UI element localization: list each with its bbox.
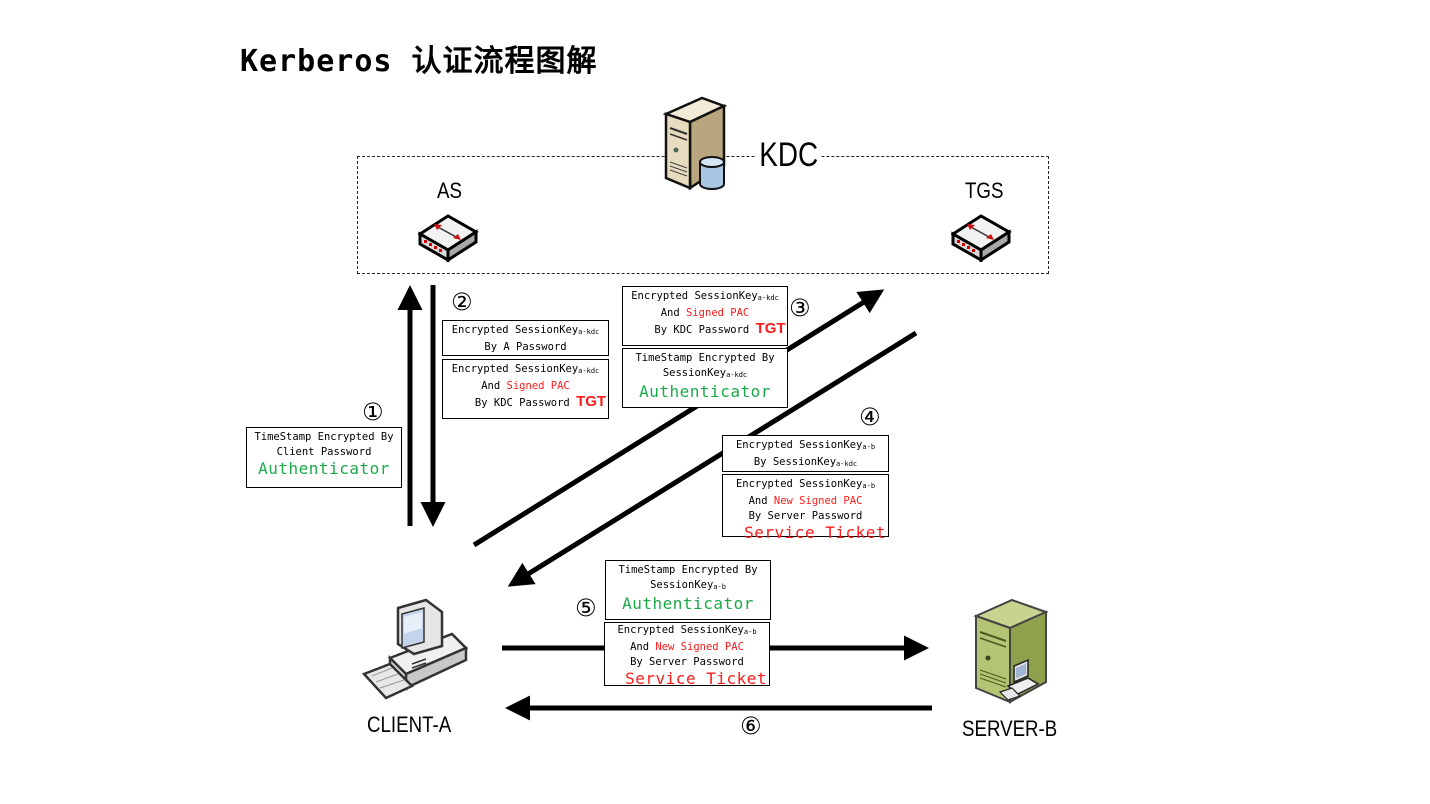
as-switch-icon (417, 210, 480, 266)
subscript: a-kdc (578, 328, 600, 336)
box-text: And (660, 307, 687, 319)
subscript: a-kdc (726, 371, 748, 379)
server-database-icon (660, 92, 730, 196)
step-6-marker: ⑥ (740, 712, 762, 740)
new-signed-pac-text: New Signed PAC (773, 495, 863, 507)
box-text: Client Password (276, 446, 372, 458)
arrow-step3-client-to-tgs (472, 289, 885, 548)
step3-authenticator-box: TimeStamp Encrypted By SessionKeya-kdc A… (622, 348, 788, 408)
subscript: a-b (743, 628, 757, 636)
step-2-marker: ② (451, 288, 473, 316)
step-1-marker: ① (362, 398, 384, 426)
box-text: Encrypted SessionKey (451, 324, 579, 336)
step-3-marker: ③ (789, 294, 811, 322)
subscript: a-b (862, 443, 876, 451)
box-text: By A Password (484, 341, 567, 353)
client-a-label: CLIENT-A (367, 712, 452, 737)
box-text: Encrypted SessionKey (631, 290, 758, 302)
signed-pac-text: Signed PAC (686, 307, 750, 319)
step4-session-key-box: Encrypted SessionKeya-b By SessionKeya-k… (722, 435, 889, 472)
step-5-marker: ⑤ (575, 594, 597, 622)
box-text: Encrypted SessionKey (735, 439, 863, 451)
tgt-tag: TGT (576, 393, 607, 410)
box-text: By Server Password (630, 656, 744, 668)
subscript: a-b (713, 583, 726, 591)
tgs-label: TGS (965, 178, 1004, 203)
step3-tgt-box: Encrypted SessionKeya-kdc And Signed PAC… (622, 286, 788, 346)
box-text: By KDC Password (654, 324, 750, 336)
signed-pac-text: Signed PAC (506, 380, 570, 392)
subscript: a-b (862, 482, 876, 490)
box-text: SessionKey (650, 579, 714, 591)
step5-authenticator-box: TimeStamp Encrypted By SessionKeya-b Aut… (605, 560, 771, 620)
box-text: Encrypted SessionKey (451, 363, 579, 375)
step-4-marker: ④ (859, 403, 881, 431)
authenticator-tag: Authenticator (622, 594, 754, 613)
box-text: And (630, 641, 656, 653)
box-text: TimeStamp Encrypted By (635, 352, 775, 364)
step5-service-ticket-box: Encrypted SessionKeya-b And New Signed P… (604, 622, 770, 688)
tgt-tag: TGT (755, 320, 786, 337)
step2-session-key-box: Encrypted SessionKeya-kdc By A Password (442, 320, 609, 356)
diagram-title: Kerberos 认证流程图解 (240, 44, 598, 79)
box-text: And (481, 380, 507, 392)
service-ticket-tag: Service Ticket (744, 523, 886, 542)
box-text: Encrypted SessionKey (617, 624, 744, 636)
step2-tgt-box: Encrypted SessionKeya-kdc And Signed PAC… (442, 359, 609, 419)
tgs-switch-icon (950, 210, 1013, 266)
box-text: Encrypted SessionKey (735, 478, 863, 490)
step4-service-ticket-box: Encrypted SessionKeya-b And New Signed P… (722, 474, 889, 542)
box-text: By SessionKey (753, 456, 837, 468)
box-text: By Server Password (748, 510, 863, 522)
box-text: SessionKey (662, 367, 727, 379)
desktop-computer-icon (361, 598, 472, 712)
subscript: a-kdc (757, 294, 779, 302)
authenticator-tag: Authenticator (639, 382, 771, 401)
box-text: TimeStamp Encrypted By (618, 564, 758, 576)
service-ticket-tag: Service Ticket (625, 669, 767, 688)
step1-authenticator-box: TimeStamp Encrypted By Client Password A… (246, 427, 402, 488)
arrow-step4-tgs-to-client (507, 330, 918, 587)
box-text: TimeStamp Encrypted By (254, 431, 394, 443)
server-icon (972, 596, 1052, 712)
box-text: And (748, 495, 774, 507)
box-text: By KDC Password (474, 397, 570, 409)
server-b-label: SERVER-B (962, 716, 1058, 741)
new-signed-pac-text: New Signed PAC (655, 641, 744, 653)
authenticator-tag: Authenticator (258, 459, 390, 478)
as-label: AS (437, 178, 462, 203)
subscript: a-kdc (578, 367, 600, 375)
kdc-label: KDC (756, 136, 822, 175)
subscript: a-kdc (836, 460, 858, 468)
